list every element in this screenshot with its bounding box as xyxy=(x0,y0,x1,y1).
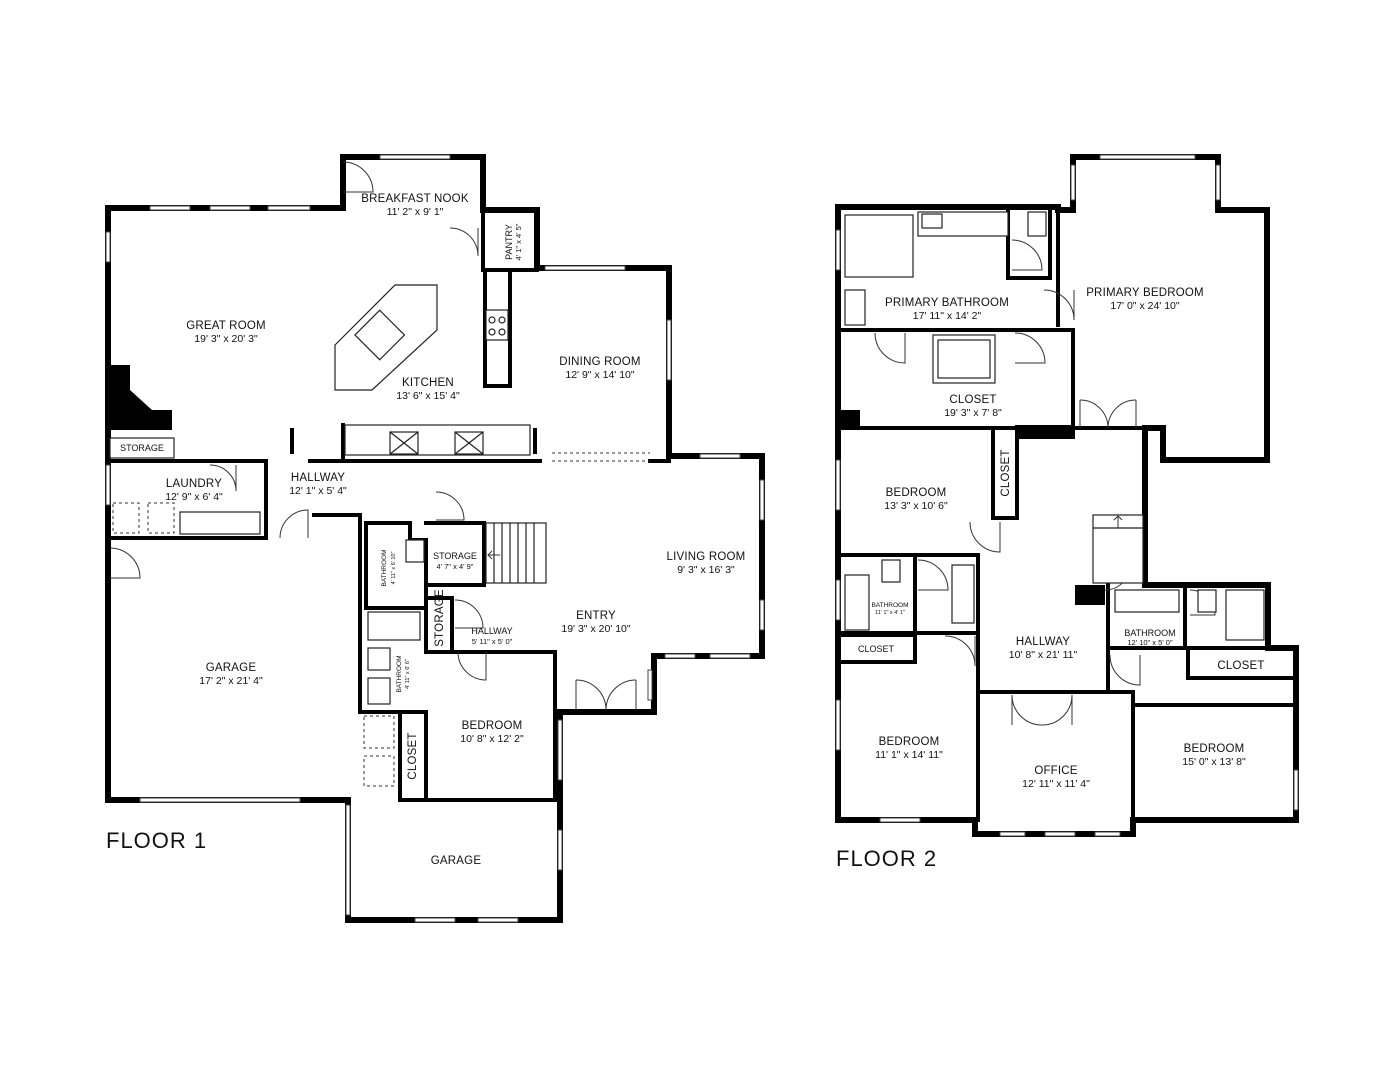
floor-2-labels: PRIMARY BATHROOM 17' 11" x 14' 2" PRIMAR… xyxy=(836,287,1264,871)
room-dims: 19' 3" x 20' 3" xyxy=(194,333,258,345)
room-dims: 9' 3" x 16' 3" xyxy=(677,564,735,576)
room-dims: 17' 11" x 14' 2" xyxy=(913,310,982,322)
room-name: CLOSET xyxy=(949,394,996,406)
room-name: OFFICE xyxy=(1034,765,1077,777)
room-dims: 12' 9" x 14' 10" xyxy=(565,369,635,381)
room-name: CLOSET xyxy=(858,644,895,654)
room-name: ENTRY xyxy=(576,610,616,622)
room-dims: 11' 2" x 9' 1" xyxy=(387,206,444,218)
room-dims: 5' 11" x 5' 0" xyxy=(472,637,513,646)
floor-label: FLOOR 1 xyxy=(106,828,207,853)
room-dims: 10' 8" x 12' 2" xyxy=(460,733,524,745)
floor-2-plan xyxy=(835,154,1299,837)
room-name: BATHROOM xyxy=(1124,628,1175,638)
room-name: CLOSET xyxy=(1000,449,1012,496)
room-dims: 12' 10" x 5' 0" xyxy=(1127,638,1173,647)
room-dims: 12' 11" x 11' 4" xyxy=(1022,778,1090,790)
room-name: BEDROOM xyxy=(879,736,940,748)
room-name: BATHROOM xyxy=(381,549,388,586)
room-dims: 17' 0" x 24' 10" xyxy=(1110,300,1180,312)
room-name: PANTRY xyxy=(504,224,514,260)
floor-1-plan xyxy=(105,154,765,923)
room-name: STORAGE xyxy=(433,551,477,561)
room-name: BREAKFAST NOOK xyxy=(361,193,469,205)
room-dims: 4' 11" x 6' 6" xyxy=(405,659,411,689)
room-name: BEDROOM xyxy=(1184,743,1245,755)
room-name: STORAGE xyxy=(120,443,164,453)
floor-label: FLOOR 2 xyxy=(836,846,937,871)
room-dims: 17' 2" x 21' 4" xyxy=(199,675,263,687)
room-name: BEDROOM xyxy=(886,487,947,499)
room-name: CLOSET xyxy=(1217,660,1264,672)
stairs-icon-2 xyxy=(1092,514,1144,584)
room-name: BATHROOM xyxy=(396,655,403,692)
room-dims: 4' 1" x 4' 5" xyxy=(514,223,523,260)
room-name: PRIMARY BEDROOM xyxy=(1086,287,1204,299)
room-name: LAUNDRY xyxy=(166,478,222,490)
room-name: STORAGE xyxy=(434,589,446,647)
room-name: LIVING ROOM xyxy=(667,551,746,563)
room-name: DINING ROOM xyxy=(559,356,640,368)
room-name: PRIMARY BATHROOM xyxy=(885,297,1009,309)
stairs-icon xyxy=(485,522,547,584)
room-name: HALLWAY xyxy=(1016,636,1070,648)
room-name: GARAGE xyxy=(431,855,482,867)
room-dims: 4' 11" x 6' 10" xyxy=(391,552,397,585)
room-dims: 13' 3" x 10' 6" xyxy=(884,500,948,512)
room-name: HALLWAY xyxy=(291,472,345,484)
room-dims: 11' 1" x 4' 1" xyxy=(875,610,905,616)
room-dims: 10' 8" x 21' 11" xyxy=(1009,649,1078,661)
room-name: HALLWAY xyxy=(471,626,512,636)
floor-1-labels: BREAKFAST NOOK 11' 2" x 9' 1" PANTRY 4' … xyxy=(106,193,745,867)
room-dims: 11' 1" x 14' 11" xyxy=(875,749,943,761)
room-dims: 4' 7" x 4' 9" xyxy=(437,562,474,571)
room-name: BATHROOM xyxy=(871,602,908,609)
room-name: GREAT ROOM xyxy=(186,320,266,332)
room-dims: 12' 9" x 6' 4" xyxy=(165,491,223,503)
room-dims: 19' 3" x 20' 10" xyxy=(561,623,631,635)
room-dims: 12' 1" x 5' 4" xyxy=(289,485,347,497)
room-name: BEDROOM xyxy=(462,720,523,732)
room-dims: 13' 6" x 15' 4" xyxy=(396,390,460,402)
room-name: KITCHEN xyxy=(402,377,454,389)
room-name: CLOSET xyxy=(407,732,419,779)
room-dims: 19' 3" x 7' 8" xyxy=(944,407,1002,419)
room-name: GARAGE xyxy=(206,662,257,674)
room-dims: 15' 0" x 13' 8" xyxy=(1182,756,1246,768)
